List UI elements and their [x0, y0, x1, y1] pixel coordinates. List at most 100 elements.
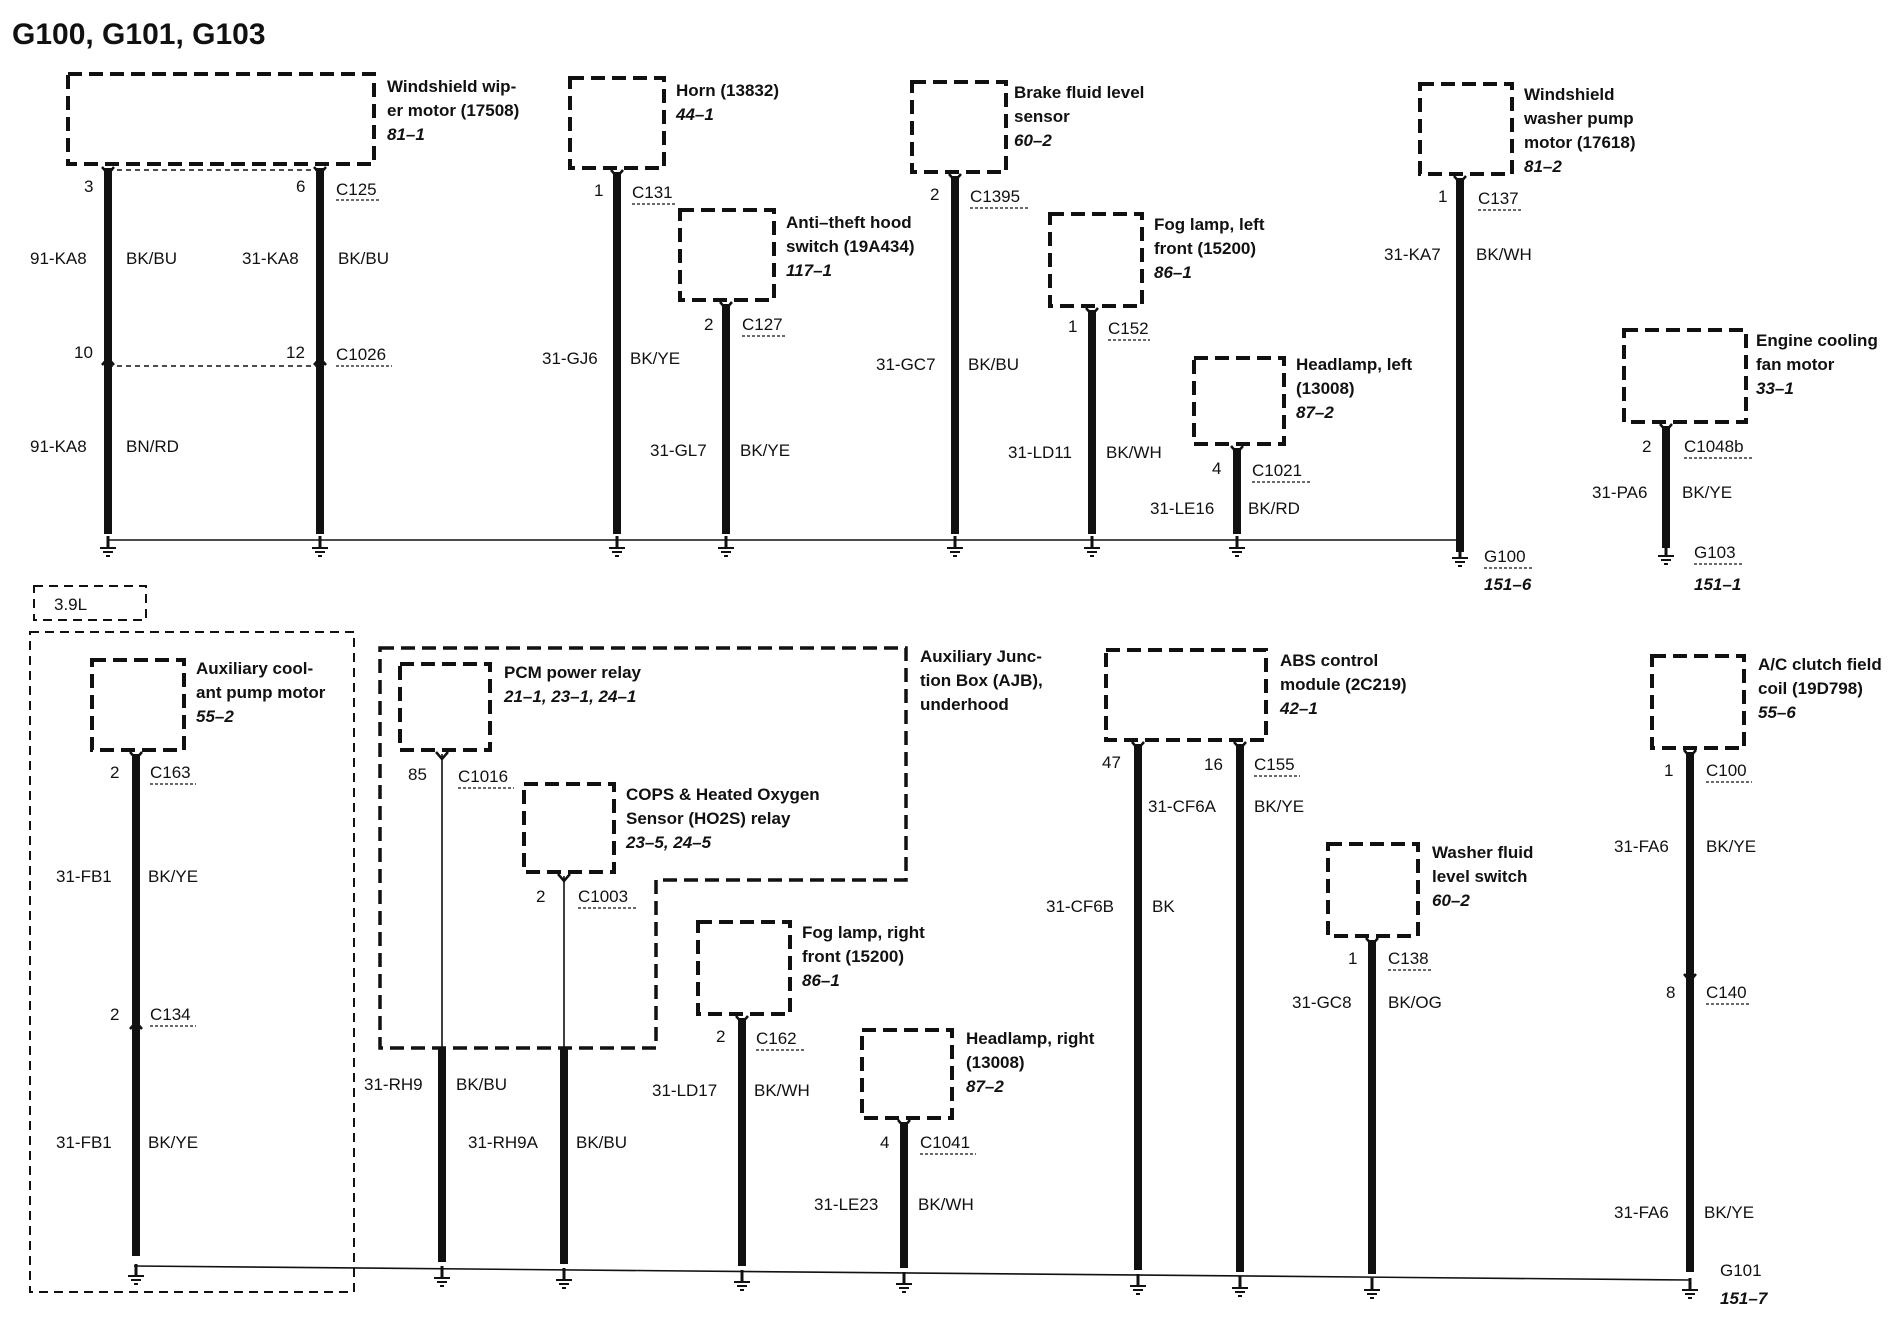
wire-code: 91-KA8	[30, 249, 87, 268]
connector-label: C138	[1388, 949, 1429, 968]
connector-label: C1021	[1252, 461, 1302, 480]
ground-icon	[732, 1268, 752, 1292]
pin-label: 2	[930, 185, 939, 204]
ground-icon	[1362, 1276, 1382, 1300]
wire-code: 31-FA6	[1614, 837, 1669, 856]
ground-icon	[1227, 534, 1247, 558]
ground-icon	[894, 1270, 914, 1294]
wire-code: 31-KA8	[242, 249, 299, 268]
page-title: G100, G101, G103	[12, 18, 266, 51]
pin-label: 6	[296, 177, 305, 196]
windshield-washer-pump-motor: Windshield washer pump motor (17618) 81–…	[1418, 82, 1635, 176]
pcm-power-relay: PCM power relay 21–1, 23–1, 24–1	[398, 662, 642, 752]
cops-ho2s-relay: COPS & Heated Oxygen Sensor (HO2S) relay…	[522, 782, 820, 874]
pin-label: 1	[1664, 761, 1673, 780]
pin-label: 2	[704, 315, 713, 334]
connector-label: C1048b	[1684, 437, 1744, 456]
pin-label: 4	[1212, 459, 1221, 478]
connector-label: C1395	[970, 187, 1020, 206]
wire-color: BK/BU	[968, 355, 1019, 374]
antitheft-label-2: switch (19A434)	[786, 237, 915, 256]
wire-code: 31-CF6B	[1046, 897, 1114, 916]
fog-lamp-left-front: Fog lamp, left front (15200) 86–1	[1048, 212, 1265, 308]
wire-code: 91-KA8	[30, 437, 87, 456]
ground-g103-label: G103	[1694, 543, 1736, 562]
ground-icon	[1680, 1276, 1700, 1300]
wire-color: BK/BU	[126, 249, 177, 268]
ground-g100-label: G100	[1484, 547, 1526, 566]
wire-code: 31-RH9A	[468, 1133, 539, 1152]
ground-icon	[1450, 544, 1470, 568]
wire-code: 31-LD11	[1008, 443, 1072, 462]
connector-label: C137	[1478, 189, 1519, 208]
pin-label: 12	[286, 343, 305, 362]
wire-color: BK/BU	[338, 249, 389, 268]
foglamp-left-ref: 86–1	[1154, 263, 1192, 282]
wire-color: BK/YE	[148, 867, 198, 886]
wire-color: BK/OG	[1388, 993, 1442, 1012]
auxiliary-coolant-pump-motor: Auxiliary cool- ant pump motor 55–2	[90, 658, 326, 752]
pin-label: 2	[110, 763, 119, 782]
pin-label: 47	[1102, 753, 1121, 772]
wire-code: 31-FA6	[1614, 1203, 1669, 1222]
fan-label-2: fan motor	[1756, 355, 1835, 374]
ac-clutch-ref: 55–6	[1758, 703, 1796, 722]
wire-code: 31-RH9	[364, 1075, 423, 1094]
wire-color: BK/YE	[1254, 797, 1304, 816]
wire-code: 31-LE23	[814, 1195, 878, 1214]
wire-color: BK/WH	[918, 1195, 974, 1214]
connector-label: C131	[632, 183, 673, 202]
connector-label: C152	[1108, 319, 1149, 338]
headlamp-right-ref: 87–2	[966, 1077, 1004, 1096]
wire-code: 31-CF6A	[1148, 797, 1217, 816]
ac-clutch-label-1: A/C clutch field	[1758, 655, 1882, 674]
ground-icon	[1082, 534, 1102, 558]
ground-icon	[1656, 542, 1676, 566]
pcm-relay-label: PCM power relay	[504, 663, 642, 682]
wiper-ref: 81–1	[387, 125, 425, 144]
connector-label: C100	[1706, 761, 1747, 780]
wire-code: 31-GL7	[650, 441, 707, 460]
aux-pump-ref: 55–2	[196, 707, 234, 726]
connector-label: C1003	[578, 887, 628, 906]
brake-label-2: sensor	[1014, 107, 1070, 126]
pin-label: 85	[408, 765, 427, 784]
horn-label: Horn (13832)	[676, 81, 779, 100]
washer-pump-label-1: Windshield	[1524, 85, 1615, 104]
headlamp-right-label-1: Headlamp, right	[966, 1029, 1095, 1048]
abs-ref: 42–1	[1279, 699, 1318, 718]
brake-fluid-level-sensor: Brake fluid level sensor 60–2	[910, 80, 1144, 174]
pin-label: 2	[536, 887, 545, 906]
ground-icon	[554, 1266, 574, 1290]
wire-color: BK/WH	[754, 1081, 810, 1100]
ground-icon	[1128, 1272, 1148, 1296]
pin-label: 2	[716, 1027, 725, 1046]
ground-g103-ref: 151–1	[1694, 575, 1741, 594]
wire-color: BK/YE	[740, 441, 790, 460]
washer-switch-ref: 60–2	[1432, 891, 1470, 910]
ground-icon	[945, 534, 965, 558]
washer-pump-ref: 81–2	[1524, 157, 1562, 176]
pcm-relay-ref: 21–1, 23–1, 24–1	[503, 687, 636, 706]
ac-clutch-field-coil: A/C clutch field coil (19D798) 55–6	[1650, 654, 1882, 750]
wiper-label-1: Windshield wip-	[387, 77, 516, 96]
washer-pump-label-3: motor (17618)	[1524, 133, 1635, 152]
brake-ref: 60–2	[1014, 131, 1052, 150]
horn: Horn (13832) 44–1	[568, 76, 779, 170]
wire-color: BK/BU	[456, 1075, 507, 1094]
wire-color: BK/YE	[148, 1133, 198, 1152]
wire-code: 31-GJ6	[542, 349, 598, 368]
ajb-label-3: underhood	[920, 695, 1009, 714]
abs-label-1: ABS control	[1280, 651, 1378, 670]
ajb-label-2: tion Box (AJB),	[920, 671, 1043, 690]
cops-label-1: COPS & Heated Oxygen	[626, 785, 820, 804]
pin-label: 2	[1642, 437, 1651, 456]
fan-label-1: Engine cooling	[1756, 331, 1878, 350]
horn-ref: 44–1	[675, 105, 714, 124]
wire-code: 31-GC7	[876, 355, 936, 374]
engine-3-9l-region: 3.9L	[29, 585, 355, 1293]
wire-color: BK/YE	[630, 349, 680, 368]
headlamp-left-ref: 87–2	[1296, 403, 1334, 422]
wire-color: BK	[1152, 897, 1175, 916]
ground-icon	[98, 534, 118, 558]
